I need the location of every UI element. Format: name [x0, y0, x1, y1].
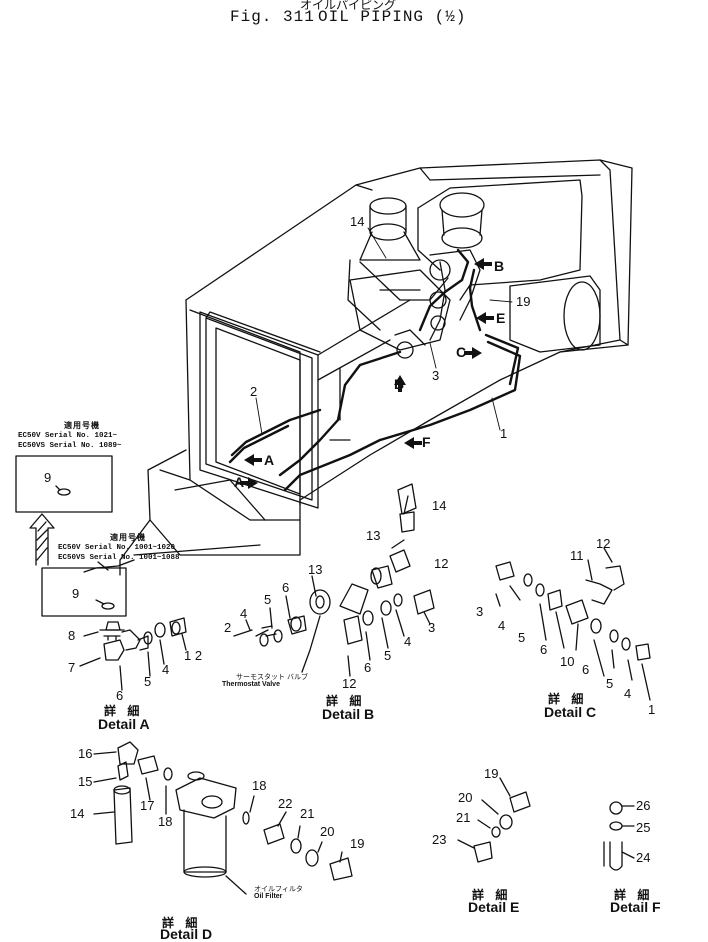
serial-insets: [15, 455, 261, 617]
detail-a-label-8: 8: [68, 628, 76, 643]
callout-19: 19: [516, 294, 531, 309]
detail-c-label-12: 12: [596, 536, 611, 551]
callout-1: 1: [500, 426, 508, 441]
detail-f-label-26: 26: [636, 798, 651, 813]
oil-pipes: [228, 248, 522, 492]
detail-b-title: Detail B: [322, 706, 375, 722]
callout-a-2: A: [234, 474, 245, 490]
detail-b-label-2: 2: [224, 620, 232, 635]
oil-filter-label: Oil Filter: [254, 893, 283, 900]
oil-filter-jp: オイルフィルタ: [254, 886, 303, 893]
callout-3: 3: [432, 368, 440, 383]
detail-c-parts: [495, 547, 651, 701]
serial-upper-jp: 適用号機: [64, 421, 100, 430]
serial-upper-line2: EC50VS Serial No. 1089~: [18, 442, 122, 450]
detail-d-label-21: 21: [300, 806, 315, 821]
detail-b-label-12b: 12: [342, 676, 357, 691]
detail-c-label-10: 10: [560, 654, 575, 669]
detail-d-label-20: 20: [320, 824, 335, 839]
detail-e-label-21: 21: [456, 810, 471, 825]
detail-b-label-5a: 5: [264, 592, 272, 607]
detail-e-parts: [457, 777, 531, 863]
detail-d-label-18b: 18: [252, 778, 267, 793]
detail-f-title: Detail F: [610, 899, 661, 915]
detail-c-label-4a: 4: [498, 618, 506, 633]
detail-d-label-14: 14: [70, 806, 85, 821]
serial-lower-jp: 適用号機: [110, 533, 146, 542]
detail-b-label-5b: 5: [384, 648, 392, 663]
detail-c-label-1: 1: [648, 702, 656, 717]
detail-d-label-16: 16: [78, 746, 93, 761]
detail-a-label-5: 5: [144, 674, 152, 689]
detail-f-label-25: 25: [636, 820, 651, 835]
detail-a-title: Detail A: [98, 716, 150, 732]
callout-b-2: B: [394, 376, 405, 392]
detail-b-label-6a: 6: [282, 580, 290, 595]
detail-b-parts: [233, 483, 435, 677]
detail-d-title: Detail D: [160, 926, 213, 942]
detail-b-label-13a: 13: [366, 528, 381, 543]
detail-e-label-23: 23: [432, 832, 447, 847]
serial-lower-line1: EC50V Serial No. 1001~1020: [58, 544, 176, 552]
detail-c-label-4b: 4: [624, 686, 632, 701]
detail-f-label-24: 24: [636, 850, 651, 865]
detail-a-label-6: 6: [116, 688, 124, 703]
detail-b-label-3: 3: [428, 620, 436, 635]
detail-c-jp: 詳 細: [548, 692, 588, 706]
detail-f-parts: [603, 801, 635, 871]
callout-c: C: [456, 344, 467, 360]
callout-a-1: A: [264, 452, 275, 468]
machine-frame: [119, 159, 633, 576]
callout-f: F: [422, 434, 431, 450]
detail-d-label-15: 15: [78, 774, 93, 789]
detail-a-parts: [79, 617, 187, 691]
detail-b-label-6b: 6: [364, 660, 372, 675]
detail-a-jp: 詳 細: [104, 704, 144, 718]
callout-e: E: [496, 310, 506, 326]
detail-c-title: Detail C: [544, 704, 597, 720]
detail-d-label-19: 19: [350, 836, 365, 851]
callout-b-1: B: [494, 258, 505, 274]
flow-arrows: [240, 258, 494, 489]
detail-a-label-4: 4: [162, 662, 170, 677]
engine-assembly: [347, 179, 601, 359]
detail-b-label-12a: 12: [434, 556, 449, 571]
detail-d-label-17: 17: [140, 798, 155, 813]
detail-a-label-12: 1 2: [184, 648, 203, 663]
detail-c-label-3: 3: [476, 604, 484, 619]
detail-e-label-20: 20: [458, 790, 473, 805]
detail-b-label-13b: 13: [308, 562, 323, 577]
detail-b-jp: 詳 細: [326, 694, 366, 708]
detail-c-label-5a: 5: [518, 630, 526, 645]
inset-label-9-upper: 9: [44, 470, 52, 485]
detail-b-label-4b: 4: [404, 634, 412, 649]
main-leaders: [255, 227, 513, 435]
thermostat-valve-jp: サーモスタット バルブ: [236, 674, 308, 681]
detail-a-label-7: 7: [68, 660, 76, 675]
inset-label-9-lower: 9: [72, 586, 80, 601]
detail-c-label-6a: 6: [540, 642, 548, 657]
detail-f-jp: 詳 細: [614, 888, 654, 902]
detail-b-label-14: 14: [432, 498, 447, 513]
figure-title: OIL PIPING (½): [318, 8, 467, 26]
detail-d-label-22: 22: [278, 796, 293, 811]
callout-2: 2: [250, 384, 258, 399]
callout-14: 14: [350, 214, 365, 229]
detail-e-jp: 詳 細: [472, 888, 512, 902]
detail-b-label-4a: 4: [240, 606, 248, 621]
detail-c-label-6b: 6: [582, 662, 590, 677]
detail-d-parts: [93, 741, 353, 895]
figure-title-kana: オイルパイピング: [300, 0, 397, 12]
figure-number: Fig. 311: [230, 8, 315, 26]
serial-lower-line2: EC50VS Serial No. 1001~1088: [58, 554, 180, 562]
detail-e-title: Detail E: [468, 899, 520, 915]
thermostat-valve-label: Thermostat Valve: [222, 681, 280, 688]
detail-d-jp: 詳 細: [162, 916, 202, 930]
detail-c-label-11: 11: [570, 548, 584, 563]
detail-c-label-5b: 5: [606, 676, 614, 691]
detail-d-label-18a: 18: [158, 814, 173, 829]
serial-upper-line1: EC50V Serial No. 1021~: [18, 432, 118, 440]
detail-e-label-19: 19: [484, 766, 499, 781]
